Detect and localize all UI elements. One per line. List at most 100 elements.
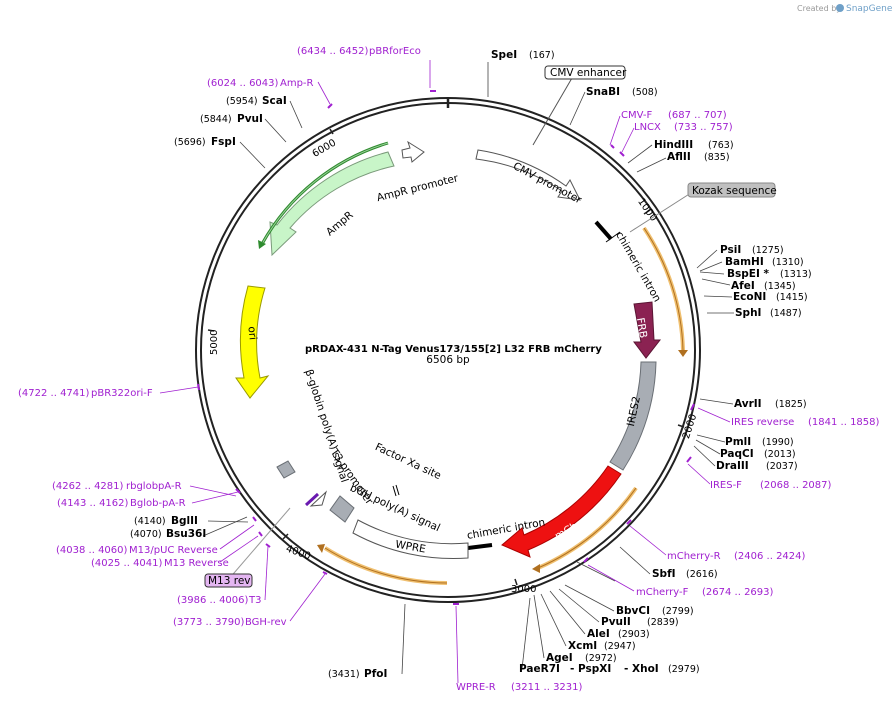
- primer-mcherry-r[interactable]: mCherry-R: [667, 551, 721, 562]
- site-hindiii[interactable]: HindIII: [654, 139, 693, 151]
- tick-3000: 3000: [511, 584, 536, 595]
- primer-t3[interactable]: T3: [248, 595, 261, 606]
- site-alei-pos: (2903): [618, 629, 650, 640]
- site-alei[interactable]: AleI: [587, 628, 610, 640]
- site-avrii[interactable]: AvrII: [734, 398, 762, 410]
- ampr-label: AmpR: [324, 209, 356, 238]
- site-pvuii[interactable]: PvuII: [601, 616, 631, 628]
- kozak-box[interactable]: [687, 182, 776, 198]
- site-fspi[interactable]: FspI: [211, 136, 236, 148]
- site-paqci[interactable]: PaqCI: [720, 448, 754, 460]
- primer-pbr322ori-f[interactable]: pBR322ori-F: [91, 388, 153, 399]
- primer-bglob-pa-r[interactable]: Bglob-pA-R: [130, 498, 186, 509]
- ampr-promoter-arrow[interactable]: [401, 140, 425, 163]
- site-agei[interactable]: AgeI: [546, 652, 573, 664]
- site-avrii-pos: (1825): [775, 399, 807, 410]
- site-bglii-pos: (4140): [134, 516, 166, 527]
- primer-ires-f[interactable]: IRES-F: [710, 480, 742, 491]
- site-econi[interactable]: EcoNI: [733, 291, 766, 303]
- site-psii[interactable]: PsiI: [720, 244, 741, 256]
- ori-label: ori: [245, 326, 258, 341]
- site-bbvci[interactable]: BbvCI: [616, 605, 650, 617]
- credit-prefix: Created by: [797, 4, 841, 13]
- primer-bgh-rev[interactable]: BGH-rev: [245, 617, 287, 628]
- t3-promoter-arrow[interactable]: [309, 490, 328, 507]
- primer-ires-reverse[interactable]: IRES reverse: [731, 417, 794, 428]
- site-xhoi[interactable]: - XhoI: [624, 663, 659, 675]
- mcherry-arrow[interactable]: [501, 465, 622, 558]
- site-pfoi[interactable]: PfoI: [364, 668, 387, 680]
- primer-cmv-f[interactable]: CMV-F: [621, 110, 652, 121]
- m13-rev-box[interactable]: [204, 573, 253, 588]
- cmv-enhancer-label: CMV enhancer: [550, 67, 627, 79]
- site-agei-pos: (2972): [585, 653, 617, 664]
- site-bsu36i[interactable]: Bsu36I: [166, 528, 206, 540]
- primer-cmv-f-range: (687 .. 707): [668, 110, 727, 121]
- site-pmli[interactable]: PmlI: [725, 436, 751, 448]
- primer-m13-puc-reverse[interactable]: M13/pUC Reverse: [129, 545, 218, 556]
- site-aflii[interactable]: AflII: [667, 151, 691, 163]
- site-sbfi[interactable]: SbfI: [652, 568, 676, 580]
- site-afei[interactable]: AfeI: [731, 280, 755, 292]
- primer-mcherry-f[interactable]: mCherry-F: [636, 587, 689, 598]
- wpre-block[interactable]: [352, 519, 469, 559]
- primer-leaders: [159, 60, 731, 684]
- site-scai-pos: (5954): [226, 96, 258, 107]
- site-hindiii-pos: (763): [708, 140, 734, 151]
- chimeric-intron-top[interactable]: [594, 220, 613, 241]
- ampr-arrow[interactable]: [269, 151, 395, 257]
- primer-m13-reverse-range: (4025 .. 4041): [91, 558, 163, 569]
- cmv-promoter-arrow[interactable]: [475, 149, 581, 201]
- site-pvui-pos: (5844): [200, 114, 232, 125]
- primer-lncx-range: (733 .. 757): [674, 122, 733, 133]
- site-spei[interactable]: SpeI: [491, 49, 517, 61]
- primer-rbglobpa-r[interactable]: rbglobpA-R: [126, 481, 182, 492]
- cmv-enhancer-box[interactable]: [544, 65, 626, 80]
- site-sphi[interactable]: SphI: [735, 307, 761, 319]
- site-pspxi[interactable]: - PspXI: [570, 663, 611, 675]
- bgh-polya-block[interactable]: [329, 495, 355, 523]
- site-bamhi-pos: (1310): [772, 257, 804, 268]
- tick-5000: 5000: [209, 330, 220, 355]
- chimeric-intron-top-label: chimeric intron: [613, 230, 663, 305]
- feature-callouts: CMV enhancer Kozak sequence M13 rev: [204, 65, 777, 588]
- orf-tracks: [258, 141, 688, 585]
- frb-arrow[interactable]: [633, 301, 662, 359]
- site-xcmi[interactable]: XcmI: [568, 640, 597, 652]
- ires2-block[interactable]: [609, 361, 657, 471]
- site-psii-pos: (1275): [752, 245, 784, 256]
- beta-globin-polya-block[interactable]: [276, 460, 296, 479]
- primer-labels: pBRforEco (6434 .. 6452) Amp-R (6024 .. …: [18, 46, 880, 693]
- primer-t3-range: (3986 .. 4006): [177, 595, 249, 606]
- site-econi-pos: (1415): [776, 292, 808, 303]
- site-bamhi[interactable]: BamHI: [725, 256, 764, 268]
- chimeric-intron-bottom[interactable]: [467, 543, 493, 550]
- primer-pbr322ori-f-range: (4722 .. 4741): [18, 388, 90, 399]
- tick-1000: 1000: [635, 197, 659, 224]
- site-paer7i[interactable]: PaeR7I: [519, 663, 560, 675]
- wpre-label: WPRE: [394, 539, 426, 556]
- site-paqci-pos: (2013): [764, 449, 796, 460]
- primer-marks: [197, 90, 695, 605]
- m13-rev-label: M13 rev: [208, 575, 251, 587]
- site-snabi[interactable]: SnaBI: [586, 86, 620, 98]
- tick-4000: 4000: [284, 543, 312, 562]
- site-pvui[interactable]: PvuI: [237, 113, 263, 125]
- primer-wpre-r[interactable]: WPRE-R: [456, 682, 496, 693]
- primer-mcherry-f-range: (2674 .. 2693): [702, 587, 774, 598]
- primer-amp-r[interactable]: Amp-R: [280, 78, 314, 89]
- primer-mcherry-r-range: (2406 .. 2424): [734, 551, 806, 562]
- site-bspei-pos: (1313): [780, 269, 812, 280]
- primer-lncx[interactable]: LNCX: [634, 122, 661, 133]
- site-sphi-pos: (1487): [770, 308, 802, 319]
- ori-arrow[interactable]: [235, 285, 270, 399]
- credit-brand: SnapGene: [846, 4, 893, 14]
- primer-m13-puc-reverse-range: (4038 .. 4060): [56, 545, 128, 556]
- site-bspei[interactable]: BspEI *: [727, 268, 770, 280]
- primer-m13-reverse[interactable]: M13 Reverse: [164, 558, 229, 569]
- site-scai[interactable]: ScaI: [262, 95, 287, 107]
- site-bglii[interactable]: BglII: [171, 515, 198, 527]
- site-bsu36i-pos: (4070): [130, 529, 162, 540]
- site-draiii[interactable]: DraIII: [716, 460, 749, 472]
- primer-pbrforeco[interactable]: pBRforEco: [369, 46, 421, 57]
